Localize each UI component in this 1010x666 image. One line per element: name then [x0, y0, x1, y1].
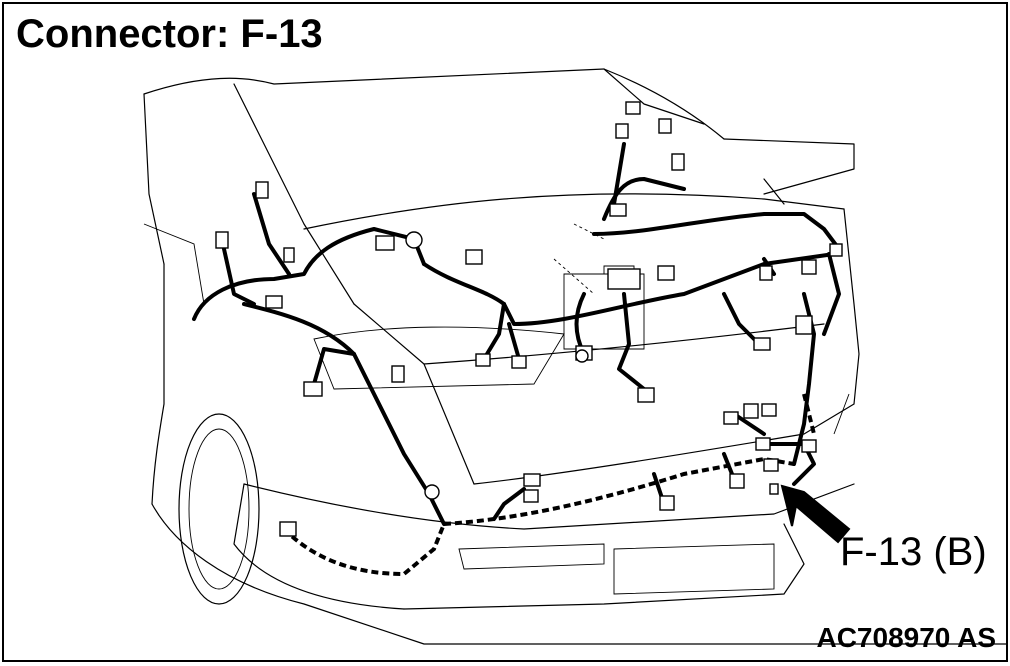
page-title: Connector: F-13 — [16, 12, 323, 56]
connectors — [215, 101, 843, 537]
f13-callout-arrow — [780, 484, 851, 544]
figure-code: AC708970 AS — [816, 622, 996, 653]
car-body-outline — [143, 68, 1006, 645]
connector-callout-label: F-13 (B) — [840, 530, 987, 574]
car-rear-wiring-illustration — [143, 68, 1006, 645]
